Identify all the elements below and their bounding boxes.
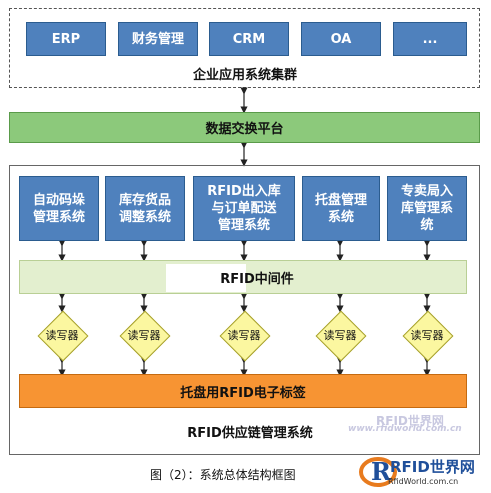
middleware-label: RFID中间件 — [220, 271, 294, 287]
logo-text: RFID世界网 — [390, 458, 475, 476]
enterprise-title: 企业应用系统集群 — [192, 68, 297, 83]
arrows-modules-middleware — [58, 239, 431, 262]
arrows-readers-tags — [58, 356, 431, 377]
reader-label-4: 读写器 — [323, 329, 357, 342]
module-bureau-inbound: 专卖局入 库管理系 统 — [387, 176, 467, 241]
system-box-finance: 财务管理 — [118, 22, 198, 56]
watermark-url: www.rfidworld.com.cn — [348, 424, 462, 434]
middleware-blank-patch — [166, 264, 246, 292]
system-box-crm: CRM — [209, 22, 289, 56]
module-rfid-inout: RFID出入库 与订单配送 管理系统 — [193, 176, 295, 241]
module-inventory-adjust: 库存货品 调整系统 — [105, 176, 185, 241]
module-pallet-management: 托盘管理 系统 — [302, 176, 380, 241]
figure-caption: 图（2）：系统总体结构框图 — [150, 468, 296, 482]
module-auto-palletizing: 自动码垛 管理系统 — [19, 176, 99, 241]
reader-label-2: 读写器 — [127, 329, 161, 342]
supply-chain-container — [9, 165, 480, 455]
logo-url: RfidWorld.com.cn — [388, 477, 459, 486]
logo-ring-icon: R — [359, 457, 397, 487]
rfid-tag-bar: 托盘用RFID电子标签 — [19, 374, 467, 408]
reader-label-3: 读写器 — [227, 329, 261, 342]
watermark-site: RFID世界网 — [376, 414, 444, 428]
svg-text:R: R — [371, 457, 392, 486]
reader-label-1: 读写器 — [45, 329, 79, 342]
reader-label-5: 读写器 — [410, 329, 444, 342]
supply-chain-title: RFID供应链管理系统 — [187, 426, 313, 441]
system-box-more: ... — [393, 22, 467, 56]
rfid-middleware-bar: RFID中间件 — [19, 260, 467, 294]
arrows-middleware-readers — [58, 292, 431, 313]
rfidworld-logo: R RFID世界网 RfidWorld.com.cn — [358, 452, 484, 490]
system-box-oa: OA — [301, 22, 381, 56]
data-exchange-platform: 数据交换平台 — [9, 112, 480, 143]
system-box-erp: ERP — [26, 22, 106, 56]
